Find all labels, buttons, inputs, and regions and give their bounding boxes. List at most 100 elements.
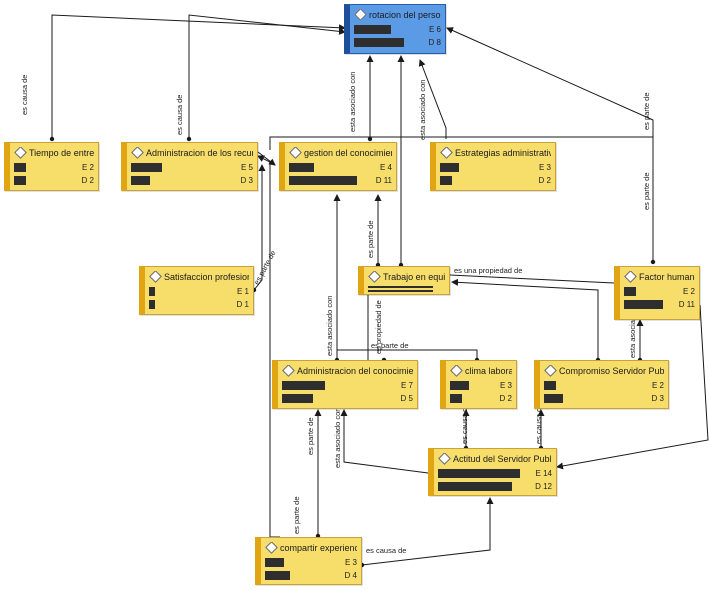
node-title-text: Compromiso Servidor Publico xyxy=(559,366,664,376)
concept-diamond-icon xyxy=(354,9,367,21)
node-e-count: E 2 xyxy=(81,163,94,172)
node-title-text: gestion del conocimiento xyxy=(304,148,392,158)
concept-diamond-icon xyxy=(544,365,557,377)
edge-adminrec-rotacion[interactable] xyxy=(188,14,346,139)
edge-trabajo-factor[interactable] xyxy=(449,274,615,284)
edge-compartir-adminrec[interactable] xyxy=(257,155,280,538)
edge-factor-adminrec[interactable] xyxy=(269,136,653,150)
node-tiempo[interactable]: Tiempo de entrega E 2 D 2 xyxy=(4,142,99,191)
edge-factor-actitud[interactable] xyxy=(556,304,709,470)
node-title-text: rotacion del personal xyxy=(369,10,441,20)
node-e-count: E 1 xyxy=(236,287,249,296)
edge-compromiso-trabajo[interactable] xyxy=(451,278,599,360)
node-title-text: Tiempo de entrega xyxy=(29,148,94,158)
node-d-bar xyxy=(624,300,663,309)
node-d-bar xyxy=(368,290,433,292)
node-title: Factor humano xyxy=(624,271,695,284)
node-title: Compromiso Servidor Publico xyxy=(544,365,664,378)
node-d-count: D 2 xyxy=(81,176,94,185)
node-d-bar xyxy=(131,176,150,185)
node-d-bar xyxy=(450,394,463,403)
node-e-count: E 3 xyxy=(344,558,357,567)
concept-diamond-icon xyxy=(438,453,451,465)
node-d-count: D 11 xyxy=(375,176,392,185)
edge-label-factor-rot2: es parte de xyxy=(642,172,651,210)
edge-label-adminconoc-gestion: esta asociado con xyxy=(325,295,334,356)
node-title: Estrategias administrativas xyxy=(440,147,551,160)
node-title-text: Trabajo en equipo xyxy=(383,272,445,282)
edge-factor-rotacion[interactable] xyxy=(446,27,654,262)
edge-adminrec-gestion[interactable] xyxy=(257,151,276,166)
node-estrategias[interactable]: Estrategias administrativasE 3D 2 xyxy=(430,142,556,191)
node-title-text: Administracion de los recursos xyxy=(146,148,253,158)
edge-clima-gestion[interactable] xyxy=(337,349,478,360)
node-adminconoc[interactable]: Administracion del conocimientoE 7D 5 xyxy=(272,360,418,409)
concept-diamond-icon xyxy=(624,271,637,283)
node-d-bar xyxy=(149,300,156,309)
concept-diamond-icon xyxy=(368,271,381,283)
node-e-count: E 14 xyxy=(535,469,552,478)
node-e-count: E 5 xyxy=(240,163,253,172)
node-e-bar xyxy=(149,287,156,296)
node-e-bar xyxy=(440,163,459,172)
node-e-bar xyxy=(282,381,326,390)
node-gestion[interactable]: gestion del conocimientoE 4D 11 xyxy=(279,142,397,191)
concept-diamond-icon xyxy=(14,147,27,159)
edge-label-tiempo: es causa de xyxy=(20,74,29,115)
edge-satisf-adminrec[interactable] xyxy=(253,164,266,291)
node-e-count: E 2 xyxy=(682,287,695,296)
edge-tiempo-rotacion[interactable] xyxy=(51,14,346,139)
node-d-count: D 2 xyxy=(499,394,512,403)
node-title-text: Satisfaccion profesional xyxy=(164,272,249,282)
node-d-count: D 3 xyxy=(240,176,253,185)
edge-label-factor-rot: es parte de xyxy=(642,92,651,130)
node-e-bar xyxy=(544,381,557,390)
concept-diamond-icon xyxy=(282,365,295,377)
node-adminrec[interactable]: Administracion de los recursos E 5 D 3 xyxy=(121,142,258,191)
node-d-bar xyxy=(440,176,453,185)
node-title-text: compartir experiencias xyxy=(280,543,357,553)
node-title: Satisfaccion profesional xyxy=(149,271,249,284)
edge-label-gestion-rot: esta asociado con xyxy=(348,71,357,132)
edge-estrategias-rotacion[interactable] xyxy=(418,59,447,139)
node-d-bar xyxy=(265,571,290,580)
node-trabajo[interactable]: Trabajo en equipo xyxy=(358,266,450,295)
node-rotacion[interactable]: rotacion del personalE 6D 8 xyxy=(344,4,446,54)
node-title: Administracion del conocimiento xyxy=(282,365,413,378)
concept-diamond-icon xyxy=(440,147,453,159)
concept-diamond-icon xyxy=(289,147,302,159)
node-d-count: D 4 xyxy=(344,571,357,580)
concept-diamond-icon xyxy=(131,147,144,159)
node-d-count: D 12 xyxy=(535,482,552,491)
edge-actitud-adminconoc[interactable] xyxy=(340,409,429,474)
edge-label-clima-actitud: es causa de xyxy=(460,403,469,444)
node-d-bar xyxy=(289,176,358,185)
edge-label-compartir-actitud: es causa de xyxy=(366,546,407,555)
node-title: Administracion de los recursos xyxy=(131,147,253,160)
node-d-bar xyxy=(438,482,513,491)
node-compartir[interactable]: compartir experiencias E 3 D 4 xyxy=(255,537,362,585)
node-d-bar xyxy=(14,176,27,185)
edge-label-compartir-adminrec: es parte de xyxy=(292,496,301,534)
edge-label-trabajo-rot: esta asociado con xyxy=(418,79,427,140)
edge-label-clima-gestion: es parte de xyxy=(371,341,409,350)
node-title-text: Estrategias administrativas xyxy=(455,148,551,158)
node-e-count: E 6 xyxy=(428,25,441,34)
node-e-count: E 3 xyxy=(499,381,512,390)
node-title: Tiempo de entrega xyxy=(14,147,94,160)
node-satisfaccion[interactable]: Satisfaccion profesionalE 1D 1 xyxy=(139,266,254,315)
node-title: compartir experiencias xyxy=(265,542,357,555)
node-actitud[interactable]: Actitud del Servidor PublicoE 14D 12 xyxy=(428,448,557,496)
node-e-count: E 2 xyxy=(651,381,664,390)
node-e-bar xyxy=(368,286,433,288)
node-d-bar xyxy=(354,38,404,47)
node-d-count: D 3 xyxy=(651,394,664,403)
edge-compartir-actitud[interactable] xyxy=(361,497,494,566)
node-e-count: E 7 xyxy=(400,381,413,390)
edge-label-compartir-adminconoc: es parte de xyxy=(306,417,315,455)
node-compromiso[interactable]: Compromiso Servidor Publico E 2 D 3 xyxy=(534,360,669,409)
edge-label-trabajo-gestion: es parte de xyxy=(366,220,375,258)
node-title: Trabajo en equipo xyxy=(368,271,445,284)
